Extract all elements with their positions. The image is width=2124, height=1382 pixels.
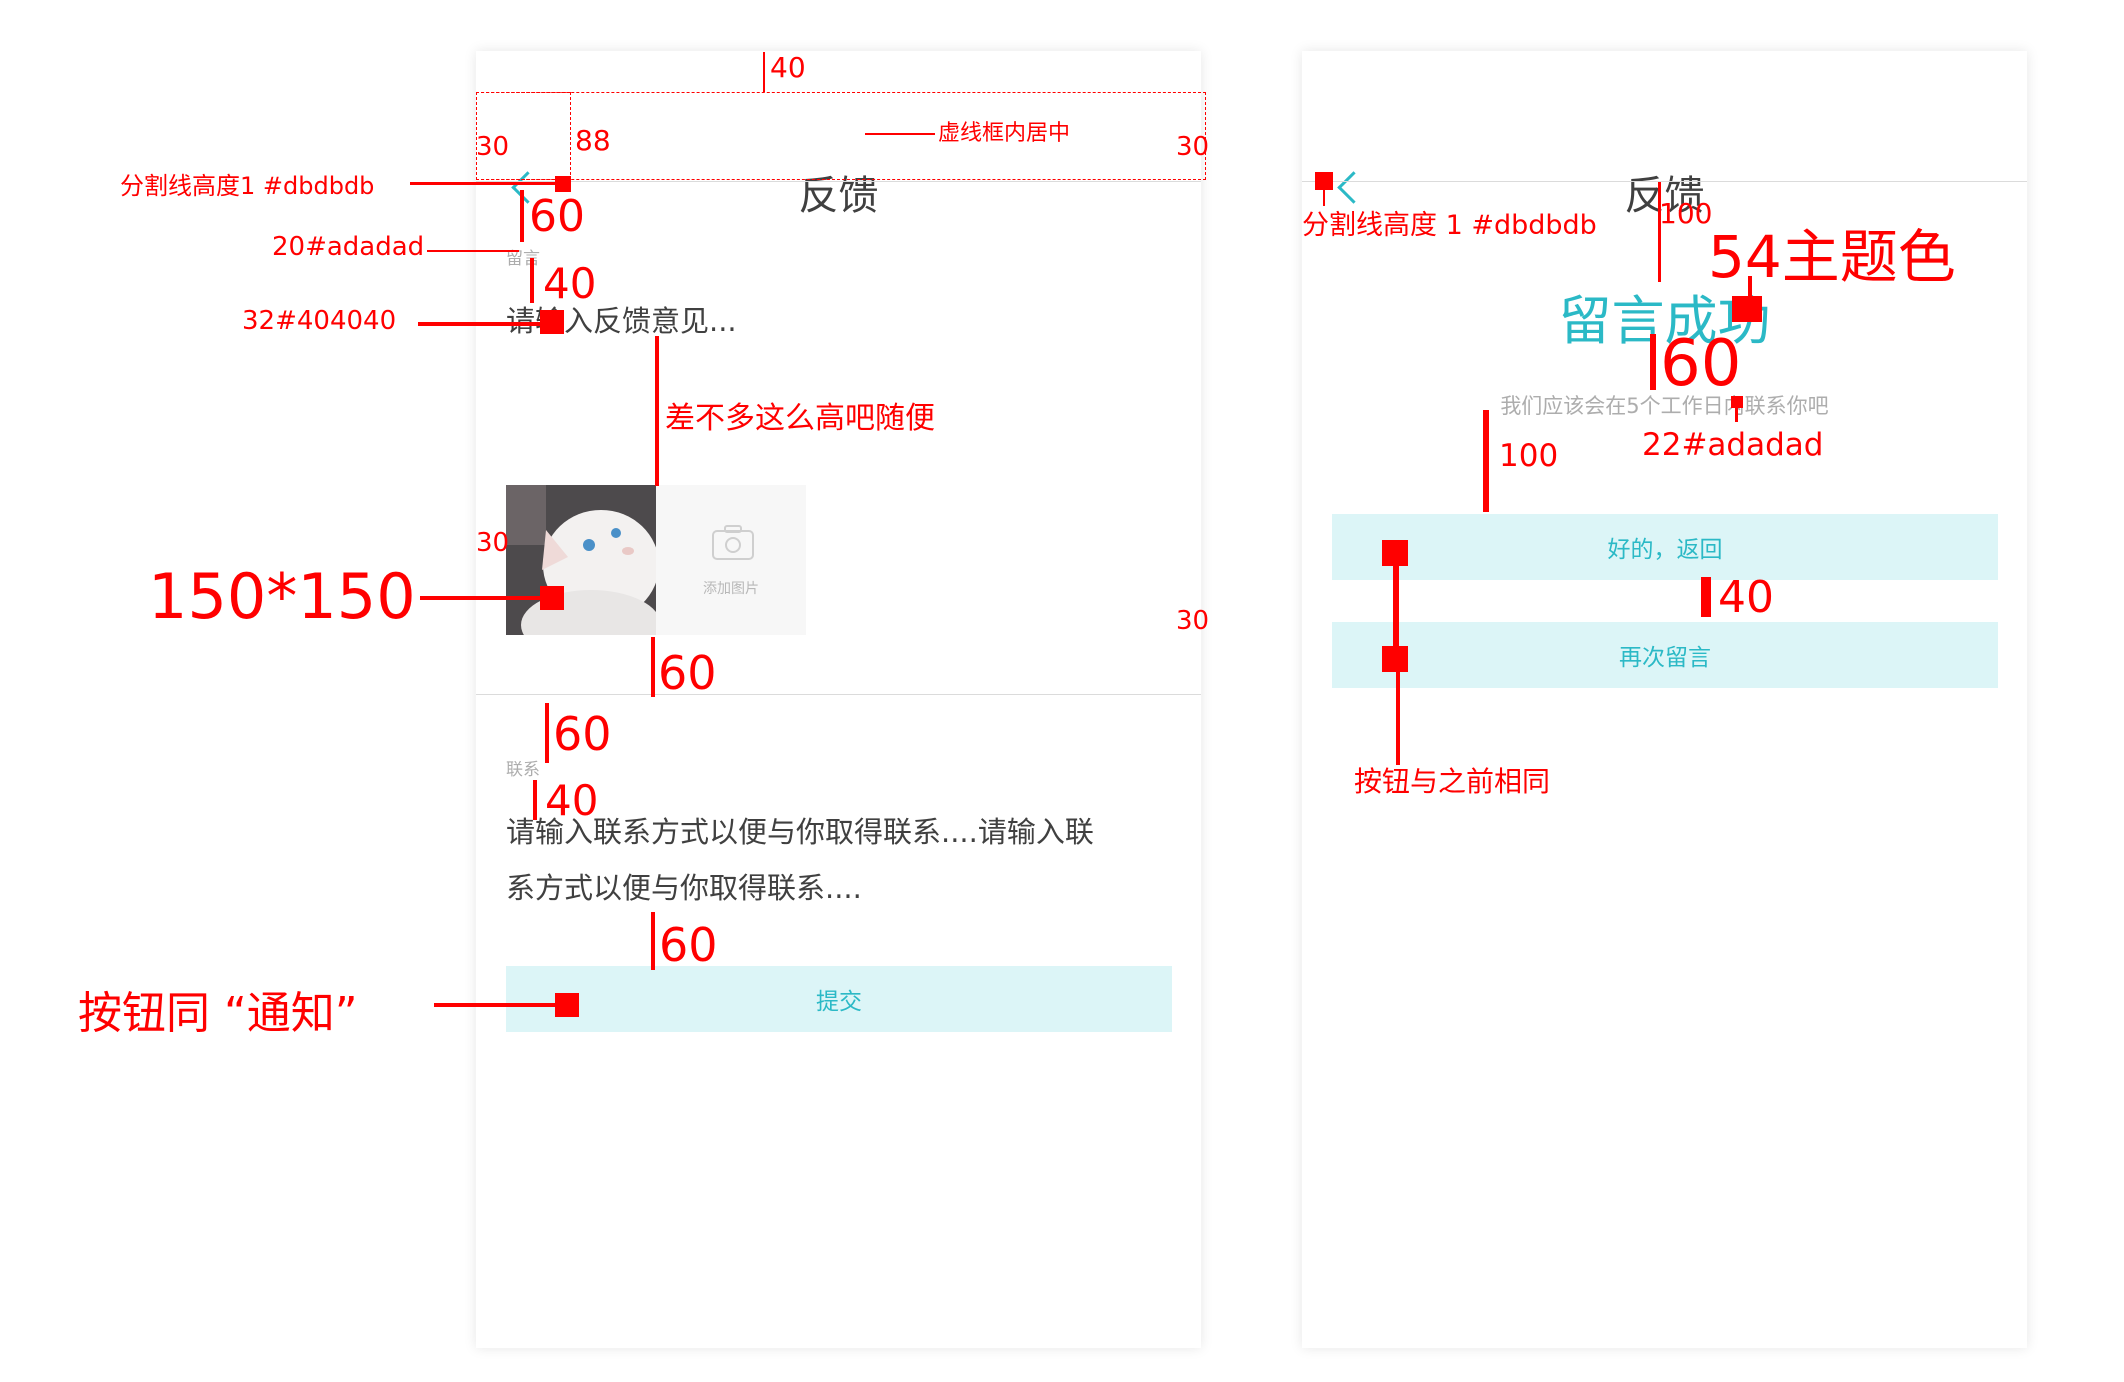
annotation-center-note: 虚线框内居中 (938, 121, 1071, 146)
measure-line (651, 637, 655, 697)
annotation-marker (1382, 646, 1408, 672)
add-photo-button[interactable]: 添加图片 (656, 485, 806, 635)
contact-label: 联系 (506, 760, 540, 780)
feedback-form-screen: 反馈 留言 请输入反馈意见... 添加图片 联系 请输入联系方式以便与你取得联系… (476, 51, 1201, 1348)
annotation-gap-60-c: 60 (553, 707, 612, 761)
measure-line (1701, 577, 1711, 617)
measure-line (1748, 276, 1752, 296)
annotation-gap-60-d: 60 (659, 918, 718, 972)
annotation-marker (1382, 540, 1408, 566)
contact-input[interactable]: 请输入联系方式以便与你取得联系....请输入联 系方式以便与你取得联系.... (506, 804, 1094, 916)
annotation-r-gap-60: 60 (1660, 327, 1742, 401)
measure-line (533, 780, 537, 820)
measure-line (655, 336, 659, 486)
submit-button[interactable]: 提交 (506, 966, 1172, 1032)
success-subtitle: 我们应该会在5个工作日内联系你吧 (1500, 394, 1829, 418)
annotation-button-note: 按钮同 “通知” (78, 988, 358, 1039)
measure-line (545, 703, 549, 763)
measure-line (763, 52, 765, 92)
message-label: 留言 (506, 249, 540, 269)
header-divider (1302, 181, 2027, 182)
measure-line (1396, 670, 1400, 765)
annotation-height-note: 差不多这么高吧随便 (665, 401, 935, 436)
annotation-height-88: 88 (575, 124, 611, 157)
annotation-marker (555, 176, 571, 192)
annotation-img-left-30: 30 (476, 528, 510, 558)
annotation-top-40: 40 (770, 51, 806, 84)
measure-line (1735, 406, 1738, 422)
measure-line (530, 258, 534, 303)
annotation-label-style: 20#adadad (272, 232, 425, 262)
annotation-r-sub-style: 22#adadad (1642, 427, 1824, 463)
leave-message-again-button[interactable]: 再次留言 (1332, 622, 1998, 688)
annotation-gap-40-b: 40 (545, 776, 599, 825)
annotation-img-size: 150*150 (148, 560, 416, 633)
measure-line (427, 250, 519, 252)
measure-line (1483, 410, 1489, 512)
annotation-marker (1315, 172, 1333, 190)
annotation-gap-60-a: 60 (529, 191, 585, 242)
annotation-r-button-note: 按钮与之前相同 (1354, 765, 1551, 798)
annotation-input-style: 32#404040 (242, 306, 397, 336)
annotation-marker (1732, 296, 1762, 322)
measure-line (1323, 188, 1325, 206)
annotation-gap-40-a: 40 (543, 259, 597, 308)
measure-line (1658, 182, 1661, 282)
feedback-success-screen: 反馈 留言成功 我们应该会在5个工作日内联系你吧 好的，返回 再次留言 (1302, 51, 2027, 1348)
uploaded-photo[interactable] (506, 485, 656, 635)
annotation-gap-60-b: 60 (658, 646, 717, 700)
annotation-left-30: 30 (476, 132, 510, 162)
back-button[interactable]: 好的，返回 (1332, 514, 1998, 580)
annotation-r-gap-40: 40 (1718, 572, 1774, 623)
annotation-marker (1731, 396, 1743, 408)
annotation-marker (555, 993, 579, 1017)
cat-photo-image (506, 485, 656, 635)
add-photo-label: 添加图片 (703, 581, 759, 597)
contact-placeholder-line-2: 系方式以便与你取得联系.... (506, 871, 862, 905)
annotation-img-right-30: 30 (1176, 606, 1210, 636)
measure-line (865, 133, 935, 135)
back-area-dashed-box (476, 92, 571, 180)
page-title: 反馈 (798, 173, 879, 219)
header-divider (476, 181, 1201, 182)
annotation-right-30: 30 (1176, 132, 1210, 162)
annotation-marker (540, 586, 564, 610)
contact-placeholder-line-1: 请输入联系方式以便与你取得联系....请输入联 (506, 815, 1094, 849)
measure-line (1650, 334, 1656, 390)
page-title: 反馈 (1624, 173, 1705, 219)
measure-line (418, 322, 546, 326)
annotation-divider-note: 分割线高度1 #dbdbdb (120, 172, 375, 200)
measure-line (420, 596, 550, 600)
annotation-r-gap-100-a: 100 (1659, 197, 1713, 230)
measure-line (410, 182, 565, 185)
measure-line (651, 912, 655, 970)
camera-icon (712, 525, 754, 560)
measure-line (520, 190, 524, 242)
annotation-r-title-style: 54主题色 (1708, 223, 1956, 291)
measure-line (1393, 564, 1399, 650)
section-divider (476, 694, 1201, 695)
annotation-r-divider-note: 分割线高度 1 #dbdbdb (1302, 210, 1597, 241)
annotation-r-gap-100-b: 100 (1499, 438, 1559, 474)
annotation-marker (540, 310, 564, 334)
measure-line (434, 1003, 564, 1007)
